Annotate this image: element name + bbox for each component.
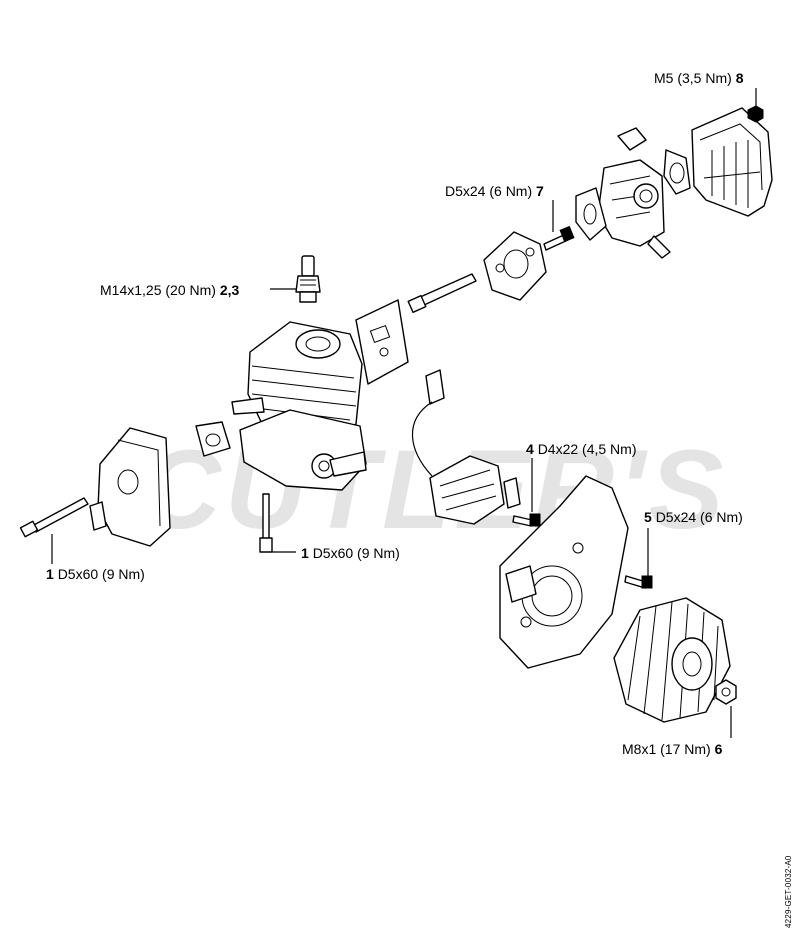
long-bolt-icon — [407, 273, 477, 314]
callout-spec: D5x60 (9 Nm) — [57, 566, 145, 582]
callout-spec: D4x22 (4,5 Nm) — [537, 441, 637, 457]
carburetor-icon — [597, 127, 671, 259]
callout-number: 1 — [301, 545, 309, 561]
callout-number: 4 — [526, 441, 534, 457]
leader-lines — [51, 88, 757, 738]
callout-number: 6 — [714, 741, 723, 757]
callout-2-3: M14x1,25 (20 Nm) 2,3 — [100, 282, 239, 298]
screw-icon — [624, 575, 653, 589]
fan-housing-icon — [499, 475, 629, 669]
callout-spec: D5x24 (6 Nm) — [445, 183, 533, 199]
screw-icon — [512, 513, 541, 527]
callout-number: 8 — [735, 70, 744, 86]
callout-spec: M5 (3,5 Nm) — [654, 70, 732, 86]
callout-5: 5 D5x24 (6 Nm) — [644, 509, 743, 525]
callout-8: M5 (3,5 Nm) 8 — [654, 70, 743, 86]
intake-manifold-icon — [483, 231, 547, 301]
callout-4: 4 D4x22 (4,5 Nm) — [526, 441, 637, 457]
carburetor-gasket-icon — [575, 149, 691, 241]
callout-spec: M14x1,25 (20 Nm) — [100, 282, 216, 298]
callout-spec: M8x1 (17 Nm) — [622, 741, 711, 757]
air-filter-cover-icon — [691, 107, 773, 217]
callout-spec: D5x60 (9 Nm) — [312, 545, 400, 561]
spark-plug-icon — [295, 255, 321, 303]
callout-number: 7 — [536, 183, 544, 199]
flywheel-icon — [613, 597, 731, 723]
cylinder-icon — [231, 321, 367, 491]
callout-number: 5 — [644, 509, 652, 525]
callout-spec: D5x24 (6 Nm) — [655, 509, 743, 525]
callout-7: D5x24 (6 Nm) 7 — [445, 183, 544, 199]
callout-1-center: 1 D5x60 (9 Nm) — [301, 545, 400, 561]
ignition-module-icon — [411, 369, 521, 525]
callout-6: M8x1 (17 Nm) 6 — [622, 741, 722, 757]
nut-icon — [747, 105, 764, 123]
screw-icon — [543, 225, 575, 251]
muffler-icon — [89, 427, 171, 547]
callout-1-left: 1 D5x60 (9 Nm) — [46, 566, 145, 582]
screw-icon — [19, 497, 89, 538]
plate-gasket-icon — [355, 299, 409, 385]
callout-number: 1 — [46, 566, 54, 582]
callout-number: 2,3 — [219, 282, 240, 298]
nut-icon — [715, 679, 737, 705]
gasket-icon — [195, 421, 231, 457]
screw-icon — [259, 493, 273, 553]
